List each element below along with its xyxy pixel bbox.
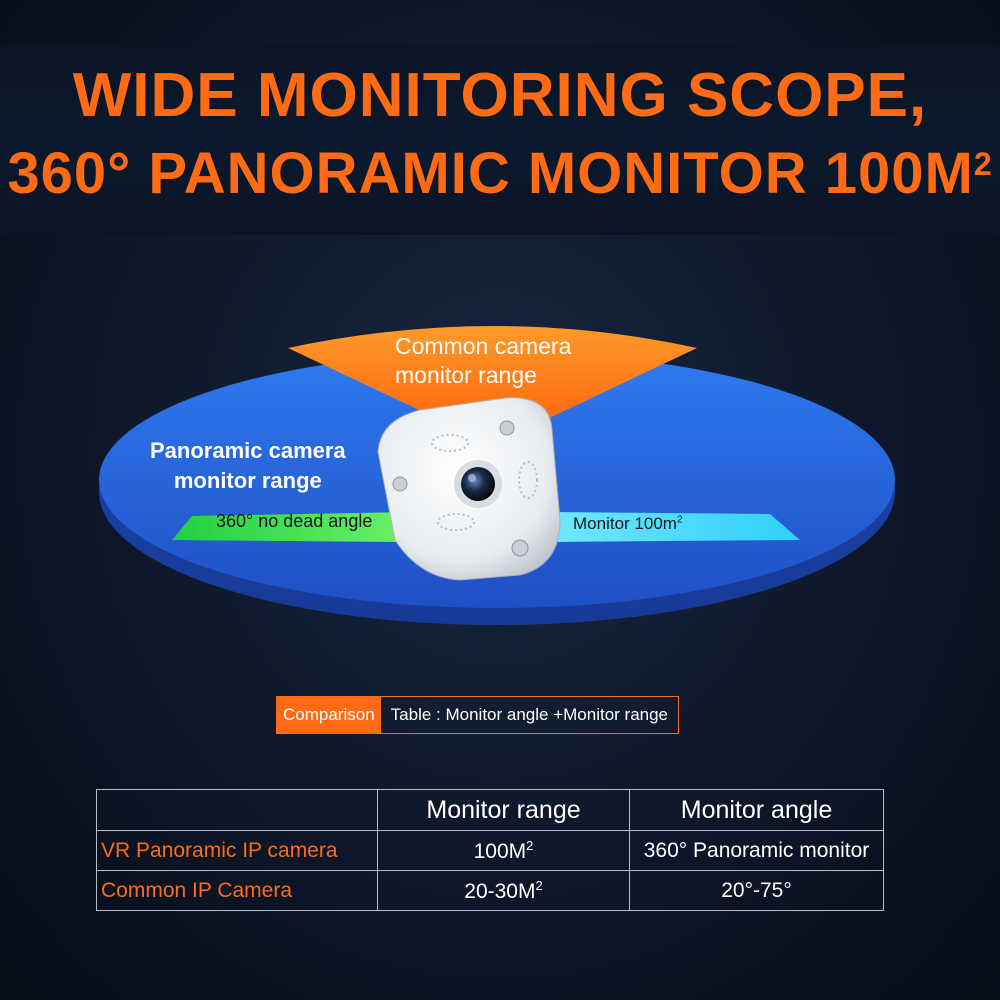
panoramic-range-label: Panoramic camera monitor range xyxy=(150,436,346,496)
comparison-caption: Comparison Table : Monitor angle +Monito… xyxy=(276,696,680,734)
speaker-grille-icon xyxy=(518,461,538,499)
monitor-area-band xyxy=(548,512,800,542)
monitor-angle-cell: 360° Panoramic monitor xyxy=(629,830,884,871)
ir-led-icon xyxy=(511,539,529,557)
common-range-label-line-1: Common camera xyxy=(395,333,572,359)
monitor-area-label: Monitor 100m2 xyxy=(573,514,683,534)
table-row: Common IP Camera 20-30M2 20°-75° xyxy=(96,870,884,911)
table-header-cell: Monitor angle xyxy=(629,789,884,831)
monitor-range-cell: 100M2 xyxy=(377,830,630,871)
headline-band xyxy=(0,45,1000,235)
headline-line-1: WIDE MONITORING SCOPE, xyxy=(72,61,928,130)
table-row: VR Panoramic IP camera 100M2 360° Panora… xyxy=(96,830,884,871)
range-sup: 2 xyxy=(535,877,543,893)
table-header-cell: Monitor range xyxy=(377,789,630,831)
monitor-range-cell: 20-30M2 xyxy=(377,870,630,911)
row-name: Common IP Camera xyxy=(96,870,378,911)
monitor-area-text: Monitor 100m xyxy=(573,514,677,533)
range-value: 20-30M xyxy=(464,879,536,903)
headline-superscript: 2 xyxy=(973,146,993,182)
range-value: 100M xyxy=(473,839,527,863)
table-header-cell xyxy=(96,789,378,831)
comparison-tag: Comparison xyxy=(277,697,381,733)
fisheye-camera xyxy=(377,397,561,581)
speaker-grille-icon xyxy=(437,513,475,531)
common-range-label: Common camera monitor range xyxy=(395,332,571,390)
ir-led-icon xyxy=(499,420,515,436)
comparison-table: Monitor range Monitor angle VR Panoramic… xyxy=(96,789,884,911)
monitor-area-sup: 2 xyxy=(676,514,683,526)
common-range-label-line-2: monitor range xyxy=(395,362,537,388)
no-dead-angle-label: 360° no dead angle xyxy=(216,511,373,531)
comparison-caption-text: Table : Monitor angle +Monitor range xyxy=(390,705,669,724)
ir-led-icon xyxy=(392,476,408,492)
range-sup: 2 xyxy=(526,837,534,853)
row-name: VR Panoramic IP camera xyxy=(96,830,378,871)
speaker-grille-icon xyxy=(431,434,469,452)
common-range-wedge xyxy=(288,326,697,420)
monitor-angle-cell: 20°-75° xyxy=(629,870,884,911)
panoramic-range-label-line-1: Panoramic camera xyxy=(150,438,346,463)
no-dead-angle-band xyxy=(172,512,410,542)
camera-lens-icon xyxy=(461,467,495,501)
headline-line-2: 360° PANORAMIC MONITOR 100M2 xyxy=(0,140,1000,207)
table-header-row: Monitor range Monitor angle xyxy=(96,789,884,831)
panoramic-range-label-line-2: monitor range xyxy=(173,468,322,493)
headline-line-2-text: 360° PANORAMIC MONITOR 100M xyxy=(7,141,974,206)
